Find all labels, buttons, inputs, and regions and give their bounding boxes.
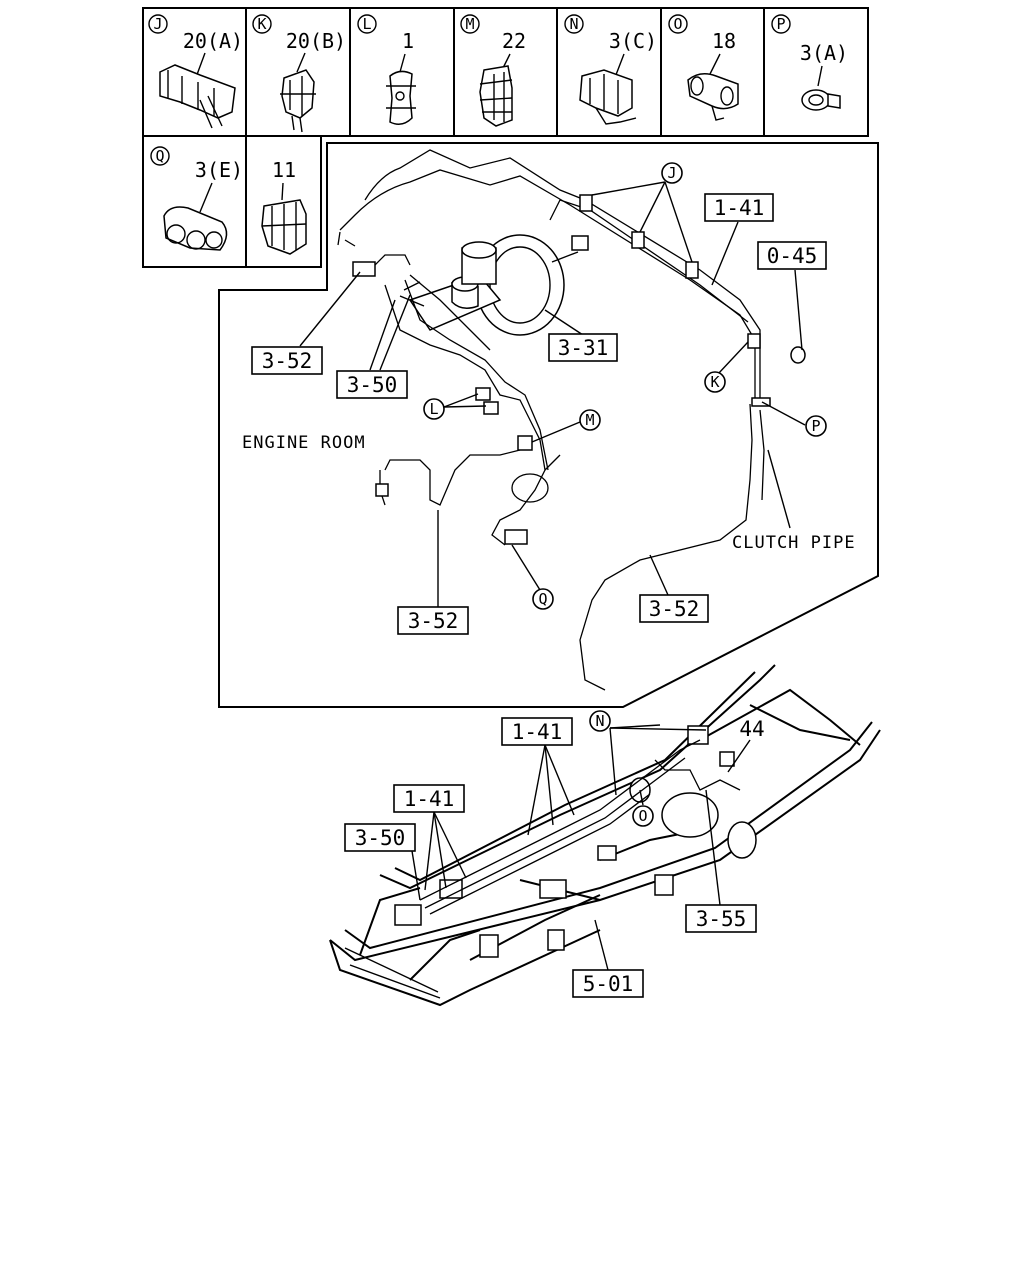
svg-text:P: P — [811, 417, 820, 435]
ref-label: 1-41 — [404, 787, 455, 811]
legend-letter: P — [776, 15, 785, 33]
svg-text:K: K — [710, 373, 719, 391]
legend-letter: N — [569, 15, 578, 33]
callout-q: Q — [532, 588, 554, 610]
svg-text:M: M — [585, 411, 594, 429]
clip-legend-table: J 20(A) K 20(B) L 1 — [142, 7, 869, 268]
brake-pipes — [337, 149, 765, 691]
engine-room-inset: ENGINE ROOM CLUTCH PIPE 1-41 0-45 3-31 3… — [218, 142, 879, 708]
clip-20a-drawing — [159, 64, 236, 129]
ref-label: 3-50 — [347, 373, 398, 397]
ref-label: 3-52 — [408, 609, 459, 633]
legend-part-number: 18 — [712, 29, 736, 53]
ref-label: 3-55 — [696, 907, 747, 931]
legend-cell-l: L 1 — [357, 14, 416, 125]
legend-letter: M — [465, 15, 474, 33]
ref-label: 1-41 — [714, 196, 765, 220]
legend-cell-j: J 20(A) — [148, 14, 243, 129]
svg-text:J: J — [667, 164, 676, 182]
legend-letter: J — [153, 15, 162, 33]
clip-20b-drawing — [280, 69, 316, 133]
ref-box-3-31: 3-31 — [548, 333, 618, 362]
ref-label: 1-41 — [512, 720, 563, 744]
ref-label: 3-52 — [262, 349, 313, 373]
svg-text:Q: Q — [538, 590, 547, 608]
ref-box-1-41-frame-a: 1-41 — [501, 717, 573, 746]
legend-part-number: 3(E) — [195, 158, 243, 182]
legend-cell-q: Q 3(E) — [150, 146, 243, 251]
callout-o: O — [632, 805, 654, 827]
callout-n: N — [589, 710, 611, 732]
legend-cell-k: K 20(B) — [252, 14, 346, 133]
legend-cell-p: P 3(A) — [771, 14, 848, 111]
legend-letter: Q — [155, 147, 164, 165]
clip-3c-drawing — [579, 69, 637, 125]
legend-part-number: 22 — [502, 29, 526, 53]
legend-part-number: 20(A) — [183, 29, 243, 53]
ref-box-3-50-frame: 3-50 — [344, 823, 416, 852]
ref-box-3-50: 3-50 — [336, 370, 408, 399]
legend-letter: O — [673, 15, 682, 33]
ref-box-1-41: 1-41 — [704, 193, 774, 222]
inset-leader-lines — [299, 181, 806, 607]
brake-booster — [475, 234, 589, 336]
ref-box-5-01: 5-01 — [572, 969, 644, 998]
svg-text:O: O — [638, 807, 647, 825]
clip-3e-drawing — [163, 206, 228, 251]
callout-p: P — [805, 415, 827, 437]
engine-room-label: ENGINE ROOM — [242, 433, 366, 453]
ref-box-3-52-upper: 3-52 — [251, 346, 323, 375]
legend-part-number: 3(C) — [609, 29, 657, 53]
callout-m: M — [579, 409, 601, 431]
svg-text:N: N — [595, 712, 604, 730]
legend-cell-m: M 22 — [460, 14, 526, 127]
ref-label: 5-01 — [583, 972, 634, 996]
clutch-pipe-label: CLUTCH PIPE — [732, 533, 856, 553]
ref-label: 3-52 — [649, 597, 700, 621]
ref-label: 3-50 — [355, 826, 406, 850]
legend-letter: L — [362, 15, 371, 33]
master-cylinder — [399, 241, 502, 331]
legend-cell-11: 11 — [261, 158, 307, 255]
clip-11-drawing — [261, 199, 307, 255]
clip-1-drawing — [386, 70, 416, 125]
ref-box-0-45: 0-45 — [757, 241, 827, 270]
legend-cell-n: N 3(C) — [564, 14, 657, 125]
legend-part-number: 1 — [402, 29, 414, 53]
legend-cell-o: O 18 — [668, 14, 739, 121]
callout-k: K — [704, 371, 726, 393]
part-number-44: 44 — [739, 717, 764, 741]
ref-box-3-52-lower: 3-52 — [397, 606, 469, 635]
pipe-clips — [352, 194, 806, 545]
clip-18-drawing — [687, 73, 739, 121]
ref-box-1-41-frame-b: 1-41 — [393, 784, 465, 813]
legend-part-number: 11 — [272, 158, 296, 182]
ref-box-3-55: 3-55 — [685, 904, 757, 933]
callout-l: L — [423, 398, 445, 420]
chassis-frame: 1-41 1-41 3-50 3-55 5-01 44 N O — [329, 664, 881, 1007]
ref-label: 3-31 — [558, 336, 609, 360]
callout-j: J — [661, 162, 683, 184]
ref-box-3-52-clutch: 3-52 — [639, 594, 709, 623]
ref-label: 0-45 — [767, 244, 818, 268]
clip-3a-drawing — [801, 89, 841, 111]
clip-22-drawing — [479, 65, 513, 127]
svg-text:L: L — [429, 400, 438, 418]
legend-part-number: 20(B) — [286, 29, 346, 53]
legend-part-number: 3(A) — [800, 41, 848, 65]
legend-letter: K — [257, 15, 266, 33]
